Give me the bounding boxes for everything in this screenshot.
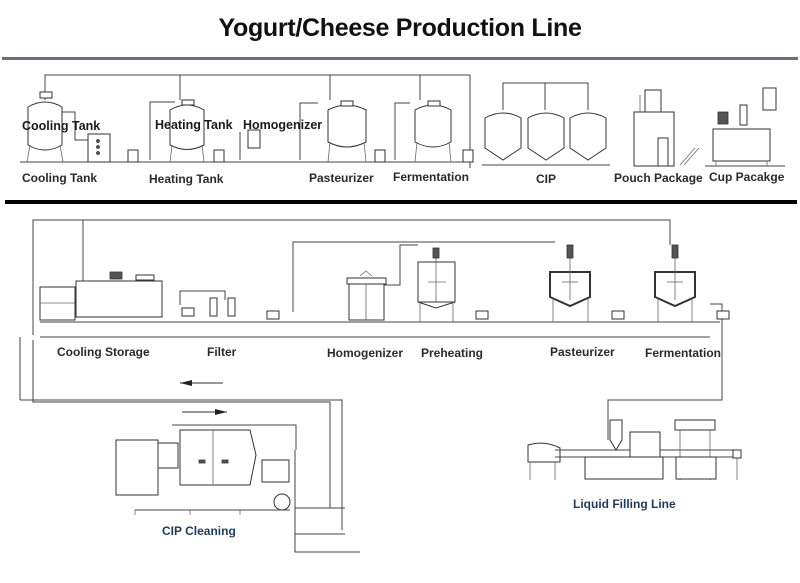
heating-tank-top [169, 99, 261, 163]
top-divider [2, 57, 798, 60]
cup-package-machine [705, 87, 785, 167]
preheating-tank [417, 247, 489, 322]
caption-cooling-storage: Cooling Storage [57, 345, 150, 359]
cooling-tank-top [26, 91, 139, 163]
pasteurizer-top [327, 100, 386, 163]
caption-fermentation: Fermentation [393, 170, 470, 184]
caption-pasteurizer: Pasteurizer [309, 171, 374, 185]
section-divider [5, 200, 797, 204]
caption-cooling-tank: Cooling Tank [22, 171, 98, 185]
cip-tanks-top [482, 82, 610, 166]
caption-homogenizer: Homogenizer [327, 346, 404, 360]
pouch-package-machine [633, 89, 700, 167]
inline-label-heating-tank: Heating Tank [155, 118, 233, 132]
flow-arrow-left [180, 380, 223, 386]
fermentation-top [414, 100, 474, 163]
caption-preheating: Preheating [421, 346, 484, 360]
cooling-storage-tank [39, 271, 163, 321]
caption-cip-cleaning: CIP Cleaning [162, 524, 236, 538]
caption-cup-package: Cup Pacakge [709, 170, 785, 184]
inline-label-cooling-tank: Cooling Tank [22, 119, 101, 133]
inline-label-homogenizer: Homogenizer [243, 118, 323, 132]
liquid-filling-line [527, 419, 742, 480]
caption-pouch-package: Pouch Package [614, 171, 703, 185]
flow-arrow-right [182, 409, 227, 415]
caption-cip: CIP [536, 172, 557, 186]
cip-cleaning-station [115, 424, 297, 515]
caption-filter: Filter [207, 345, 237, 359]
homogenizer-bottom [346, 244, 418, 321]
caption-heating-tank: Heating Tank [149, 172, 224, 186]
filter-unit [179, 290, 280, 320]
caption-pasteurizer-bottom: Pasteurizer [550, 345, 615, 359]
fermentation-bottom [654, 244, 730, 322]
bottom-section-pipes [19, 219, 723, 553]
page-title: Yogurt/Cheese Production Line [218, 14, 582, 42]
caption-fermentation-bottom: Fermentation [645, 346, 722, 360]
pasteurizer-bottom [549, 244, 625, 322]
caption-liquid-filling-line: Liquid Filling Line [573, 497, 676, 511]
